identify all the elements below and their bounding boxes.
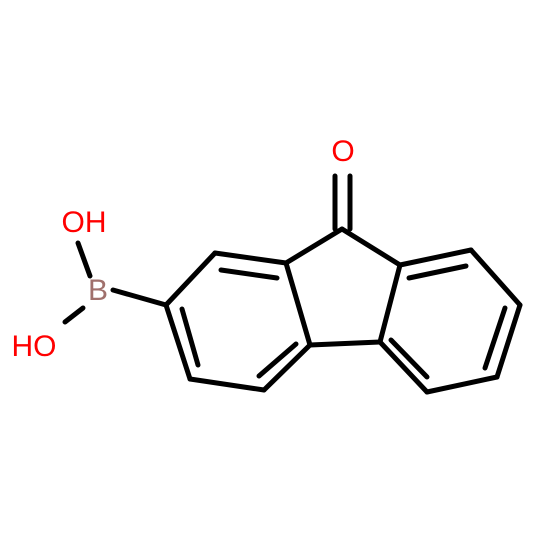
bond-c2-c3 bbox=[283, 260, 313, 348]
bond-c5r-c4b bbox=[377, 339, 430, 395]
hydroxyl-upper-label: OH bbox=[62, 206, 107, 239]
bond-c8-c7 bbox=[468, 247, 523, 308]
bond-c2-c9 bbox=[283, 226, 345, 266]
bond-c8a-c4b bbox=[377, 262, 403, 345]
bond-c5-c6 bbox=[163, 302, 193, 382]
bond-c6-c1 bbox=[163, 250, 218, 308]
bonds bbox=[62, 173, 523, 395]
atom-labels: O B OH HO bbox=[12, 135, 355, 363]
bond-c4b-c3 bbox=[307, 339, 383, 348]
bond-c6r-c5r bbox=[424, 374, 500, 395]
hydroxyl-lower-label: HO bbox=[12, 330, 57, 363]
bond-b-oh-lower bbox=[62, 305, 86, 325]
bond-c8a-c8 bbox=[397, 247, 474, 268]
bond-c7-c6r-inner bbox=[482, 305, 508, 371]
bond-c1-c2 bbox=[212, 250, 289, 266]
bond-c8a-c8-inner bbox=[406, 263, 469, 281]
bond-c5r-c4b-inner bbox=[388, 337, 430, 380]
bond-c3-c4-inner bbox=[256, 341, 299, 379]
bond-c3-c4 bbox=[261, 342, 313, 393]
bond-c5-c6-inner bbox=[179, 306, 201, 368]
boron-label: B bbox=[88, 274, 108, 307]
bond-c7-c6r bbox=[494, 302, 523, 380]
bond-c1-c2-inner bbox=[218, 267, 280, 281]
bond-b-oh-upper bbox=[75, 240, 93, 279]
bond-c9-c8a bbox=[339, 226, 403, 268]
carbonyl-oxygen-label: O bbox=[331, 135, 354, 168]
bond-c6-b bbox=[110, 287, 169, 308]
bond-c4-c5 bbox=[187, 376, 267, 393]
